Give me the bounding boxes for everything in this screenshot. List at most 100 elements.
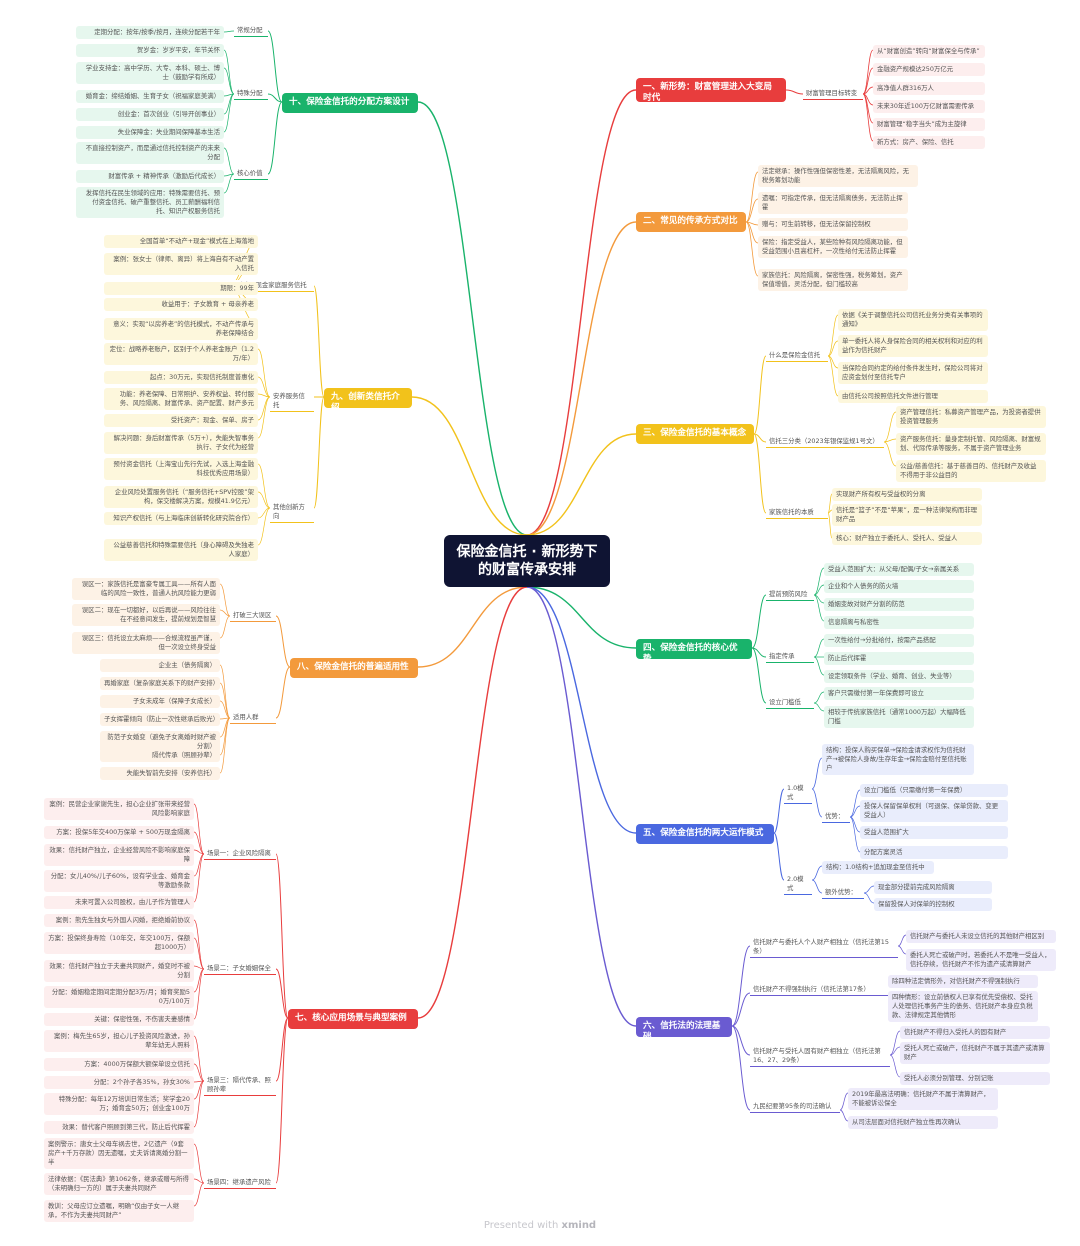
b8-leaf[interactable]: 子女挥霍倾向（防止一次性继承后败光）	[100, 713, 220, 726]
b10-leaf[interactable]: 财富传承 + 精神传承（激励后代成长）	[76, 170, 224, 183]
b7-leaf[interactable]: 未来可置入公司股权，由儿子作为管理人	[44, 896, 194, 909]
branch-b10-title[interactable]: 十、保险金信托的分配方案设计	[282, 93, 418, 113]
b3-leaf[interactable]: 信托是“篮子”不是“苹果”，是一种法律架构而非理财产品	[832, 504, 982, 526]
branch-b3-title[interactable]: 三、保险金信托的基本概念	[636, 424, 754, 444]
b5-m2-label[interactable]: 2.0模式	[784, 874, 812, 895]
b10-leaf[interactable]: 贺岁金：岁岁平安，年节关怀	[76, 44, 224, 57]
b7-leaf[interactable]: 分配：女儿40%/儿子60%，设有学业金、婚育金等激励条款	[44, 870, 194, 892]
b10-leaf[interactable]: 失业保障金：失业期间保障基本生活	[76, 126, 224, 139]
b2-leaf[interactable]: 遗嘱：可指定传承，但无法隔离债务，无法防止挥霍	[758, 192, 908, 214]
b7-leaf[interactable]: 案例警示：唐女士父母车祸去世，2亿遗产（9套房产+千万存款）因无遗嘱，丈夫诉请离…	[44, 1138, 194, 1169]
b7-leaf[interactable]: 方案：4000万保额大额保单设立信托	[44, 1058, 194, 1071]
b3-leaf[interactable]: 依据《关于调整信托公司信托业务分类有关事项的通知》	[838, 309, 988, 331]
b7-leaf[interactable]: 效果：信托财产独立，企业经营风险不影响家庭保障	[44, 844, 194, 866]
b3-leaf[interactable]: 资产管理信托：私募资产管理产品，为投资者提供投资管理服务	[896, 406, 1046, 428]
b7-group-label[interactable]: 场景一：企业风险隔离	[204, 848, 276, 860]
branch-b1-sub[interactable]: 财富管理目标转变	[803, 88, 863, 100]
b3-group-label[interactable]: 家族信托的本质	[766, 507, 828, 519]
b9-leaf[interactable]: 意义：实现“以房养老”的信托模式，不动产传承与养老保障结合	[104, 318, 258, 340]
b9-leaf[interactable]: 全国首单“不动产+现金”模式在上海落地	[104, 235, 258, 248]
b5-m1-adv-leaf[interactable]: 分配方案灵活	[860, 846, 1008, 859]
b4-leaf[interactable]: 防止后代挥霍	[824, 652, 974, 665]
b9-group-label[interactable]: 其他创新方向	[270, 502, 314, 523]
b1-leaf[interactable]: 新方式：房产、保险、信托	[873, 136, 985, 149]
b7-leaf[interactable]: 案例：熊先生独女与外国人闪婚，拒绝婚前协议	[44, 914, 194, 927]
b9-leaf[interactable]: 解决问题：身后财富传承（5万+），失能失智事务执行、子女代为经营	[104, 432, 258, 454]
b7-leaf[interactable]: 案例：梅先生65岁，担心儿子投资风险激进，孙辈年幼无人照料	[44, 1030, 194, 1052]
b4-leaf[interactable]: 信息隔离与私密性	[824, 616, 974, 629]
b9-leaf[interactable]: 公益慈善信托和特殊需要信托（身心障碍及失独老人家庭）	[104, 539, 258, 561]
b4-leaf[interactable]: 客户只需缴付第一年保费即可设立	[824, 687, 974, 700]
b10-leaf[interactable]: 不直接控制资产，而是通过信托控制资产的未来分配	[76, 142, 224, 164]
b5-m1-adv-leaf[interactable]: 设立门槛低（只需缴付第一年保费）	[860, 784, 1008, 797]
b1-leaf[interactable]: 财富管理“稳字当头”成为主旋律	[873, 118, 985, 131]
b8-leaf[interactable]: 子女未成年（保障子女成长）	[100, 695, 220, 708]
b9-leaf[interactable]: 功能：养老保障、日常照护、安养权益、转付服务、风险隔离、财富传承、资产配置、财产…	[104, 388, 258, 410]
b3-leaf[interactable]: 由信托公司按照信托文件进行管理	[838, 390, 988, 403]
b4-group-label[interactable]: 设立门槛低	[766, 697, 814, 709]
b6-leaf[interactable]: 受托人死亡或破产，信托财产不属于其遗产或清算财产	[900, 1042, 1050, 1064]
b7-leaf[interactable]: 法律依据：《民法典》第1062条，继承或赠与所得（未明确归一方的）属于夫妻共同财…	[44, 1173, 194, 1195]
b1-leaf[interactable]: 金融资产规模达250万亿元	[873, 63, 985, 76]
b10-group-label[interactable]: 特殊分配	[234, 88, 268, 100]
b7-leaf[interactable]: 分配：2个孙子各35%，孙女30%	[44, 1076, 194, 1089]
b6-leaf[interactable]: 信托财产与委托人未设立信托的其他财产相区别	[906, 930, 1056, 943]
b2-leaf[interactable]: 家族信托：风险隔离，保密性强，税务筹划，资产保值增值，灵活分配，但门槛较高	[758, 269, 908, 291]
b8-leaf[interactable]: 失能失智前先安排（安养信托）	[100, 767, 220, 780]
branch-b5-title[interactable]: 五、保险金信托的两大运作模式	[636, 824, 774, 844]
b6-leaf[interactable]: 委托人死亡或破产时，若委托人不是唯一受益人，信托存续，信托财产不作为遗产或清算财…	[906, 949, 1056, 971]
b4-group-label[interactable]: 提前预防风险	[766, 589, 814, 601]
b2-leaf[interactable]: 保险：指定受益人，某些险种有风险隔离功能，但受益范围小且高杠杆，一次性给付无法防…	[758, 236, 908, 258]
b5-m1-adv-leaf[interactable]: 受益人范围扩大	[860, 826, 1008, 839]
b9-leaf[interactable]: 预付资金信托（上海宝山先行先试，入选上海金融科技优秀应用场景）	[104, 458, 258, 480]
b7-leaf[interactable]: 特殊分配：每年12万培训日常生活；奖学金20万；婚育金50万；创业金100万	[44, 1093, 194, 1115]
b4-leaf[interactable]: 企业和个人债务的防火墙	[824, 580, 974, 593]
b1-leaf[interactable]: 未来30年近100万亿财富需要传承	[873, 100, 985, 113]
branch-b1-title[interactable]: 一、新形势：财富管理进入大变局时代	[636, 78, 786, 103]
b8-leaf[interactable]: 隔代传承（照顾孙辈）	[100, 749, 220, 762]
b9-group-label[interactable]: 安养服务信托	[270, 391, 314, 412]
b3-leaf[interactable]: 公益/慈善信托：基于慈善目的、信托财产及收益不得用于非公益目的	[896, 460, 1046, 482]
b10-leaf[interactable]: 发挥信托在民生领域的应用：特殊需要信托、预付资金信托、破产重整信托、员工薪酬福利…	[76, 187, 224, 218]
b8-group-label[interactable]: 打破三大误区	[230, 610, 276, 622]
b1-leaf[interactable]: 从“财富创造”转向“财富保全与传承”	[873, 45, 985, 58]
b10-group-label[interactable]: 核心价值	[234, 168, 268, 180]
b6-leaf[interactable]: 受托人必须分别管理、分别记账	[900, 1072, 1050, 1085]
b7-leaf[interactable]: 分配：婚姻稳定期间定期分配3万/月；婚育奖励50万/100万	[44, 986, 194, 1008]
b6-group-label[interactable]: 信托财产与受托人固有财产相独立（信托法第16、27、29条）	[750, 1046, 890, 1067]
b5-m1-desc[interactable]: 结构：投保人购买保单→保险金请求权作为信托财产→被保险人身故/生存年金→保险金赔…	[822, 744, 974, 775]
b10-leaf[interactable]: 定期分配：按年/按季/按月，连续分配若干年	[76, 26, 224, 39]
b10-leaf[interactable]: 创业金：首次创业（引导开创事业）	[76, 108, 224, 121]
b7-group-label[interactable]: 场景三：隔代传承、照顾孙辈	[204, 1075, 276, 1096]
b6-leaf[interactable]: 信托财产不得归入受托人的固有财产	[900, 1026, 1050, 1039]
b4-leaf[interactable]: 受益人范围扩大：从父母/配偶/子女→亲属关系	[824, 563, 974, 576]
b7-leaf[interactable]: 关键：保密性强，不伤害夫妻感情	[44, 1013, 194, 1026]
b6-group-label[interactable]: 九民纪要第95条的司法确认	[750, 1101, 840, 1113]
b10-group-label[interactable]: 常规分配	[234, 25, 268, 37]
b5-m2-adv-leaf[interactable]: 现金部分提前完成风险隔离	[874, 881, 992, 894]
branch-b6-title[interactable]: 六、信托法的法理基础	[636, 1017, 732, 1042]
b9-leaf[interactable]: 受托资产：现金、保单、房子	[104, 414, 258, 427]
b7-leaf[interactable]: 教训：父母应订立遗嘱，明确“仅由子女一人继承，不作为夫妻共同财产”	[44, 1200, 194, 1222]
b3-leaf[interactable]: 实现财产所有权与受益权的分离	[832, 488, 982, 501]
branch-b2-title[interactable]: 二、常见的传承方式对比	[636, 212, 746, 232]
b4-leaf[interactable]: 相较于传统家族信托（通常1000万起）大幅降低门槛	[824, 706, 974, 728]
b4-leaf[interactable]: 婚姻变故对财产分割的防范	[824, 598, 974, 611]
b3-leaf[interactable]: 当保险合同约定的给付条件发生时，保险公司将对应资金划付至信托专户	[838, 362, 988, 384]
b8-leaf[interactable]: 误区二：现在一切都好，以后再说——风险往往在不经意间发生，提前规划是智慧	[72, 604, 220, 626]
b4-leaf[interactable]: 设定领取条件（学业、婚育、创业、失业等）	[824, 670, 974, 683]
b7-leaf[interactable]: 方案：投保终身寿险（10年交，年交100万，保额超1000万）	[44, 932, 194, 954]
b7-group-label[interactable]: 场景四：继承遗产风险	[204, 1177, 276, 1189]
central-topic[interactable]: 保险金信托 · 新形势下的财富传承安排	[444, 535, 610, 587]
b9-leaf[interactable]: 起点：30万元，实现信托制度普惠化	[104, 371, 258, 384]
b5-m1-adv-leaf[interactable]: 投保人保留保单权利（可退保、保单贷款、变更受益人）	[860, 800, 1008, 822]
b8-leaf[interactable]: 误区一：家族信托是富豪专属工具——所有人面临的风险一致性，普通人抗风险能力更弱	[72, 578, 220, 600]
branch-b4-title[interactable]: 四、保险金信托的核心优势	[636, 639, 752, 664]
b3-group-label[interactable]: 什么是保险金信托	[766, 350, 828, 362]
b6-leaf[interactable]: 四种情形：设立前债权人已享有优先受偿权、受托人处理信托事务产生的债务、信托财产本…	[888, 991, 1038, 1022]
b3-leaf[interactable]: 核心：财产独立于委托人、受托人、受益人	[832, 532, 982, 545]
b7-leaf[interactable]: 案例：民营企业家谢先生，担心企业扩张带来经营风险影响家庭	[44, 798, 194, 820]
b2-leaf[interactable]: 赠与：可生前转移，但无法保留控制权	[758, 218, 908, 231]
b6-group-label[interactable]: 信托财产不得强制执行（信托法第17条）	[750, 984, 890, 996]
b3-group-label[interactable]: 信托三分类（2023年银保监规1号文）	[766, 436, 884, 448]
